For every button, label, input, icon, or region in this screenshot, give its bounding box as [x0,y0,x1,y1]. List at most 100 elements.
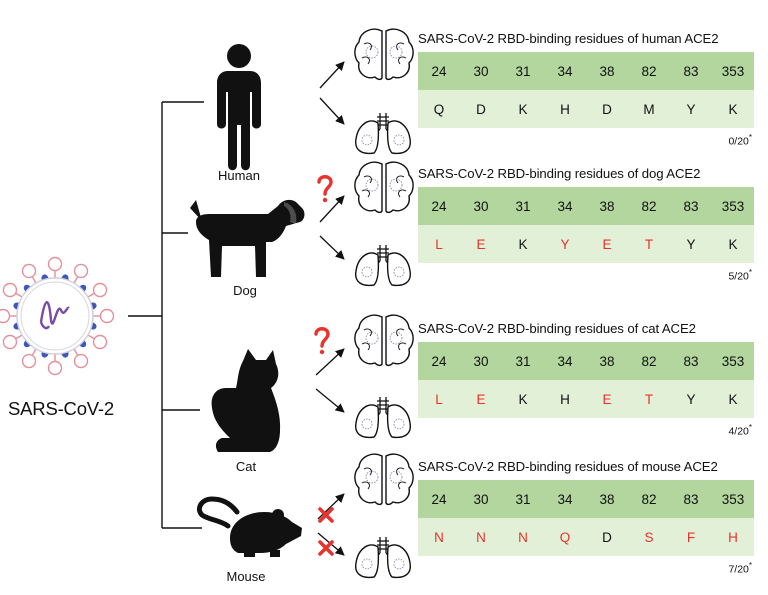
residue-mismatch: E [460,225,502,263]
mismatch-ratio: 4/20* [728,423,752,438]
arrow-icon [319,235,345,260]
residue-mismatch: T [628,225,670,263]
lungs-icon [354,396,412,439]
footnote-mark: * [748,561,752,570]
question-mark-icon [314,327,330,356]
residue-position: 83 [670,342,712,380]
residue-position: 353 [712,342,754,380]
mismatch-ratio: 0/20* [728,133,752,148]
mismatch-count: 4/20 [728,425,749,438]
residue-match: K [712,380,754,418]
residue-match: Y [670,225,712,263]
question-mark-icon [317,175,333,204]
residue-position: 34 [544,52,586,90]
residue-position: 24 [418,52,460,90]
residue-position: 353 [712,480,754,518]
residue-position: 30 [460,52,502,90]
residue-mismatch: F [670,518,712,556]
cross-icon [318,540,334,556]
residue-position: 38 [586,187,628,225]
residue-position: 82 [628,342,670,380]
residue-position: 30 [460,187,502,225]
residue-mismatch: Y [544,225,586,263]
mismatch-count: 0/20 [728,135,749,148]
residue-mismatch: Q [544,518,586,556]
residue-position: 31 [502,187,544,225]
residue-mismatch: N [418,518,460,556]
mismatch-count: 5/20 [728,270,749,283]
footnote-mark: * [748,133,752,142]
residue-position: 31 [502,52,544,90]
brain-icon [354,314,414,367]
residue-position: 82 [628,480,670,518]
residue-match: D [586,90,628,128]
residue-mismatch: E [460,380,502,418]
residue-position: 24 [418,342,460,380]
residue-mismatch: L [418,380,460,418]
mismatch-ratio: 5/20* [728,268,752,283]
residue-match: K [712,225,754,263]
panel-title: SARS-CoV-2 RBD-binding residues of mouse… [418,459,718,474]
residue-match: K [502,380,544,418]
residue-position: 24 [418,480,460,518]
animal-label-dog: Dog [233,283,257,298]
brain-icon [354,453,414,506]
residue-position: 30 [460,342,502,380]
residue-match: H [544,90,586,128]
residue-position: 30 [460,480,502,518]
residue-match: K [502,90,544,128]
residue-match: H [544,380,586,418]
mouse-icon [196,496,302,557]
residue-position: 34 [544,187,586,225]
residue-match: M [628,90,670,128]
animal-label-mouse: Mouse [226,569,266,584]
cat-icon [211,349,281,452]
residue-match: K [502,225,544,263]
residue-mismatch: L [418,225,460,263]
residue-position: 38 [586,342,628,380]
residue-mismatch: H [712,518,754,556]
brain-icon [354,161,414,214]
arrow-icon [319,97,345,125]
residue-mismatch: N [460,518,502,556]
footnote-mark: * [748,423,752,432]
arrow-icon [317,493,345,520]
residue-position: 82 [628,52,670,90]
human-icon [217,44,261,171]
footnote-mark: * [748,268,752,277]
dog-icon [190,199,305,277]
residue-position: 38 [586,52,628,90]
arrow-icon [315,388,345,413]
residue-position: 82 [628,187,670,225]
residue-match: D [586,518,628,556]
residue-position: 34 [544,480,586,518]
residue-position: 83 [670,480,712,518]
residue-position: 353 [712,52,754,90]
phylogeny-connectors [128,101,204,529]
residue-mismatch: E [586,380,628,418]
panel-title: SARS-CoV-2 RBD-binding residues of human… [418,31,719,46]
residue-position: 38 [586,480,628,518]
panel-title: SARS-CoV-2 RBD-binding residues of dog A… [418,166,701,181]
virus-label: SARS-CoV-2 [8,398,114,419]
arrow-icon [319,195,345,223]
residue-position: 31 [502,342,544,380]
residue-match: D [460,90,502,128]
residue-mismatch: S [628,518,670,556]
arrow-icon [315,348,345,376]
residue-position: 34 [544,342,586,380]
residue-mismatch: N [502,518,544,556]
arrow-icon [319,61,345,89]
residue-match: Y [670,90,712,128]
residue-position: 31 [502,480,544,518]
